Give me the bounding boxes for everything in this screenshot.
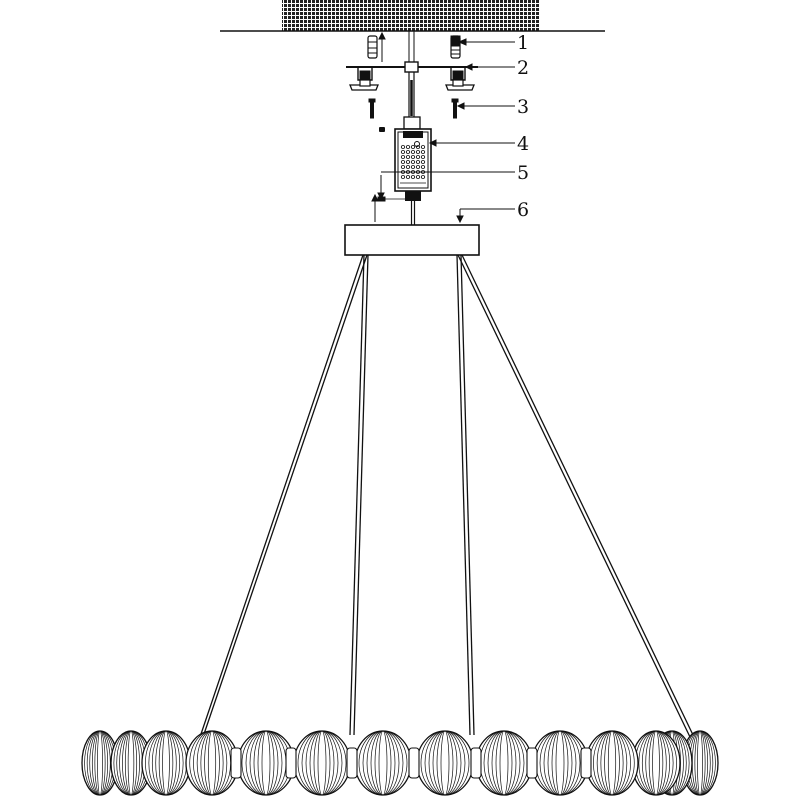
- glass-globe: [141, 730, 191, 796]
- vent-hole: [405, 150, 411, 154]
- callout-number-1: 1: [517, 32, 529, 54]
- globe-connector: [470, 747, 482, 779]
- vent-hole: [400, 175, 406, 179]
- globe-connector: [526, 747, 538, 779]
- vent-hole: [405, 165, 411, 169]
- screw-right: [451, 98, 459, 119]
- vent-hole: [420, 175, 426, 179]
- vent-hole: [405, 145, 411, 149]
- vent-hole: [415, 175, 421, 179]
- vent-hole: [400, 165, 406, 169]
- vent-hole: [405, 175, 411, 179]
- glass-globe: [354, 730, 412, 796]
- ground-screw-arrow: [371, 175, 405, 222]
- small-screw: [379, 127, 385, 132]
- vent-hole: [410, 175, 416, 179]
- callout-number-5: 5: [517, 162, 529, 184]
- vent-hole: [420, 160, 426, 164]
- vent-hole: [400, 145, 406, 149]
- vent-hole: [410, 160, 416, 164]
- glass-globe: [185, 730, 239, 796]
- callout-number-6: 6: [517, 199, 529, 221]
- vent-hole: [405, 160, 411, 164]
- vent-hole: [420, 150, 426, 154]
- glass-globe: [110, 730, 152, 796]
- glass-globe: [416, 730, 474, 796]
- ceiling: [220, 0, 605, 32]
- vent-hole: [410, 150, 416, 154]
- glass-globe: [475, 730, 533, 796]
- vent-hole: [405, 155, 411, 159]
- vent-hole: [415, 145, 421, 149]
- suspension-cables: [199, 254, 695, 738]
- vent-hole: [400, 160, 406, 164]
- glass-globe: [293, 730, 351, 796]
- screw-left: [368, 98, 376, 119]
- vent-hole: [400, 150, 406, 154]
- canopy: [344, 224, 480, 256]
- vent-hole: [420, 145, 426, 149]
- globe-connector: [408, 747, 420, 779]
- vent-hole: [410, 165, 416, 169]
- vent-hole: [415, 150, 421, 154]
- callout-leaders: [381, 38, 515, 224]
- install-arrow-left: [378, 31, 386, 62]
- callout-number-2: 2: [517, 57, 529, 79]
- callout-number-4: 4: [517, 133, 529, 155]
- vent-hole: [420, 155, 426, 159]
- central-rod: [408, 31, 415, 118]
- globe-connector: [346, 747, 358, 779]
- callout-numbers: 1 2 3 4 5 6: [517, 32, 529, 221]
- globe-ring: [81, 730, 719, 796]
- vent-hole: [410, 145, 416, 149]
- vent-hole: [420, 165, 426, 169]
- ceiling-mesh: [282, 0, 540, 31]
- anchor-plug-left: [367, 35, 378, 59]
- glass-globe: [531, 730, 589, 796]
- glass-globe: [81, 730, 119, 796]
- globe-connector: [285, 747, 297, 779]
- glass-globe: [631, 730, 681, 796]
- vent-hole: [415, 165, 421, 169]
- driver-vent-holes: [400, 145, 426, 179]
- terminal-block: [405, 191, 421, 201]
- mounting-bracket: [346, 61, 478, 91]
- vent-hole: [400, 155, 406, 159]
- callout-number-3: 3: [517, 96, 529, 118]
- vent-hole: [410, 155, 416, 159]
- glass-globe: [585, 730, 639, 796]
- globe-connector: [580, 747, 592, 779]
- vent-hole: [415, 160, 421, 164]
- driver-box: [394, 116, 432, 225]
- terminal-block-top: [403, 131, 423, 138]
- globe-connector: [230, 747, 242, 779]
- vent-hole: [415, 155, 421, 159]
- anchor-plug-right: [450, 35, 461, 59]
